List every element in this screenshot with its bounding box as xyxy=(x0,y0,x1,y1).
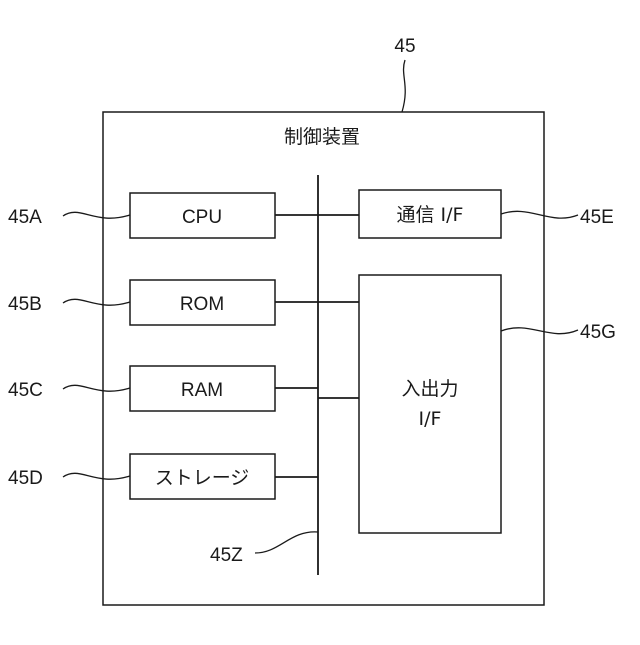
storage-ref-label: 45D xyxy=(8,468,43,489)
bus-ref-label: 45Z xyxy=(210,545,243,566)
ram-ref-leader xyxy=(63,385,130,391)
storage-ref-leader xyxy=(63,473,130,479)
rom-ref-leader xyxy=(63,299,130,305)
io-if-ref-label: 45G xyxy=(580,322,616,343)
io-if-label-line1: 入出力 xyxy=(401,378,458,400)
comm-if-ref-label: 45E xyxy=(580,207,614,228)
cpu-label: CPU xyxy=(182,207,222,228)
device-ref-label: 45 xyxy=(394,36,415,57)
ram-ref-label: 45C xyxy=(8,380,43,401)
io-if-box xyxy=(359,275,501,533)
bus-ref-leader xyxy=(255,532,318,553)
comm-if-ref-leader xyxy=(501,211,578,218)
io-if-label-line2: I/F xyxy=(419,408,442,430)
cpu-ref-leader xyxy=(63,212,130,218)
comm-if-label: 通信 I/F xyxy=(397,204,464,226)
storage-label: ストレージ xyxy=(155,467,250,489)
ram-label: RAM xyxy=(181,380,223,401)
rom-ref-label: 45B xyxy=(8,294,42,315)
cpu-ref-label: 45A xyxy=(8,207,42,228)
device-ref-leader xyxy=(402,60,405,112)
device-title: 制御装置 xyxy=(284,126,360,148)
io-if-ref-leader xyxy=(501,328,578,334)
rom-label: ROM xyxy=(180,294,224,315)
